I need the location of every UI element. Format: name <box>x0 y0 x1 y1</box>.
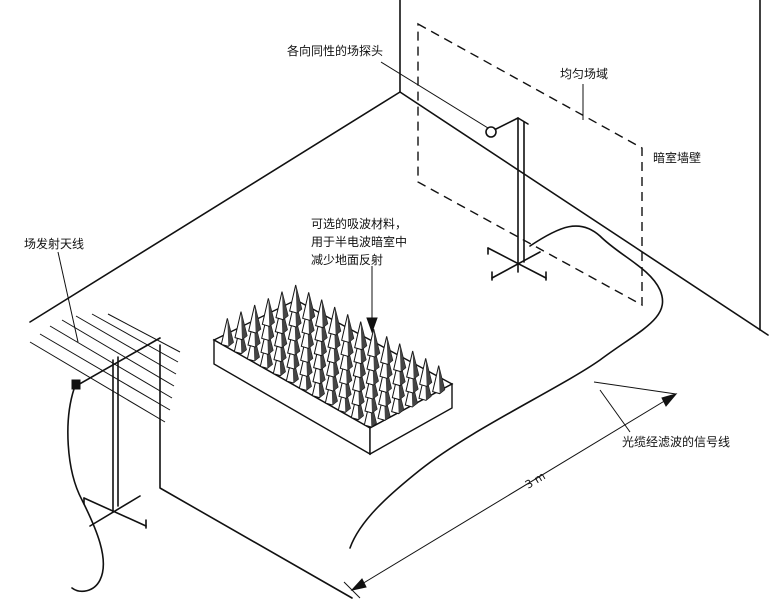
absorber-pyramid-shade <box>254 305 261 333</box>
absorber-pyramid-shade <box>295 285 302 313</box>
field-probe-stand <box>485 117 547 281</box>
antenna-element-5 <box>75 315 177 375</box>
uniform-field-plane <box>417 22 643 307</box>
dimension-arrow-right-icon <box>661 393 678 407</box>
antenna-cable <box>67 388 105 593</box>
absorber-pyramids <box>220 284 446 428</box>
absorber-pyramid-shade <box>268 298 275 327</box>
absorber-label-line-2: 用于半电波暗室中 <box>311 234 407 249</box>
antenna-leader <box>57 251 79 343</box>
absorber-pyramid-shade <box>386 336 393 365</box>
antenna-element-2 <box>39 333 171 411</box>
absorber-leader-arrow-icon <box>366 317 378 334</box>
fiber-leader <box>599 389 631 433</box>
absorber-pyramid-shade <box>334 307 341 335</box>
absorber-pyramid-shade <box>308 292 315 321</box>
fiber-line-label: 光缆经滤波的信号线 <box>622 434 730 449</box>
probe-arm <box>493 117 519 131</box>
absorber-pyramid-shade <box>360 321 367 350</box>
absorber-pyramid-shade <box>321 299 328 328</box>
antenna-element-4 <box>61 319 175 387</box>
absorber-pyramid-shade <box>373 329 380 357</box>
antenna-element-7 <box>107 313 181 353</box>
dimension-arrow-left-icon <box>350 578 367 591</box>
fiber-optic-cable <box>349 225 664 549</box>
chamber-wall-label: 暗室墙壁 <box>653 150 701 165</box>
probe-label: 各向同性的场探头 <box>287 43 383 58</box>
leader-lines <box>57 61 631 433</box>
antenna-element-3 <box>49 325 173 399</box>
dimension-extension <box>593 381 677 395</box>
absorber-pyramid-shade <box>438 365 445 394</box>
absorber-pyramid-shade <box>282 291 288 320</box>
absorber-label-line-3: 减少地面反射 <box>311 252 383 267</box>
floor-back-left-edge <box>29 91 401 323</box>
antenna-base-leg-b <box>89 495 141 527</box>
field-antenna <box>29 313 181 593</box>
absorber-pyramid-shade <box>399 343 406 372</box>
dimension-tick-left <box>343 581 361 599</box>
distance-label: 3 m <box>523 469 548 491</box>
floor-back-right-edge <box>399 91 769 336</box>
uniform-field-boundary <box>417 22 643 307</box>
probe-arm-end <box>517 117 529 125</box>
probe-base-leg-b <box>491 251 541 279</box>
absorber-pyramid-shade <box>425 358 432 387</box>
dimension-line <box>351 393 677 591</box>
probe-sensor-icon <box>485 126 497 138</box>
antenna-label: 场发射天线 <box>24 236 84 251</box>
antenna-element-6 <box>91 313 179 363</box>
antenna-element-1 <box>29 341 166 423</box>
absorber-pyramid-shade <box>412 351 419 379</box>
absorber-pyramid-shade <box>241 311 247 340</box>
absorber-pyramid-shade <box>347 314 354 343</box>
probe-base-leg-a <box>487 247 547 279</box>
absorber-block <box>212 284 454 456</box>
uniform-field-label: 均匀场域 <box>560 67 608 81</box>
room-outline <box>29 0 769 599</box>
absorber-label-line-1: 可选的吸波材料， <box>311 216 407 231</box>
floor-front-edge <box>159 344 353 599</box>
antenna-connector-icon <box>71 379 81 390</box>
probe-leader <box>380 61 489 129</box>
antenna-base-leg-a <box>83 497 147 527</box>
absorber-pyramid-shade <box>227 318 234 347</box>
